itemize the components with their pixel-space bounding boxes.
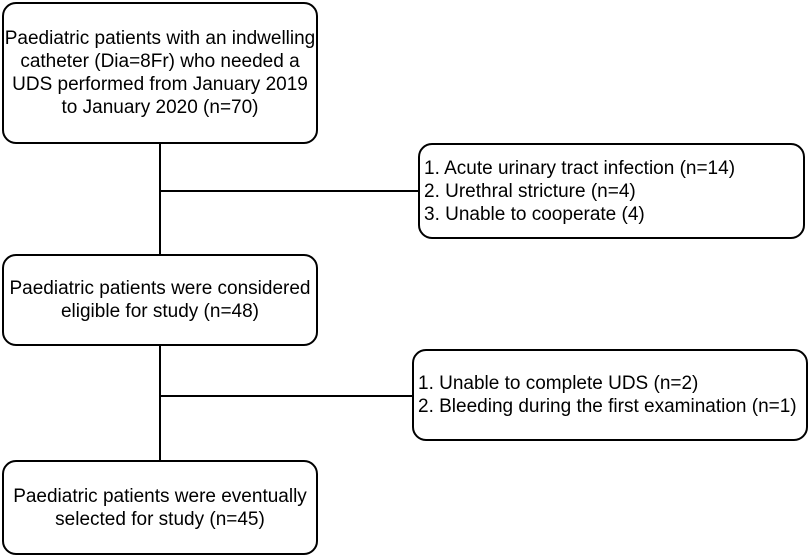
selected-population-line: Paediatric patients were eventually (13, 485, 307, 507)
exclusion-2-item: 1. Unable to complete UDS (n=2) (418, 373, 699, 394)
exclusion-2-item: 2. Bleeding during the first examination… (418, 396, 797, 417)
initial-population-line: catheter (Dia=8Fr) who needed a (20, 51, 300, 72)
selected-population-box: Paediatric patients were eventually sele… (2, 460, 318, 555)
initial-population-line: Paediatric patients with an indwelling (4, 28, 316, 49)
eligible-population-line: eligible for study (n=48) (60, 301, 260, 322)
initial-population-line: UDS performed from January 2019 (12, 74, 308, 95)
initial-population-box: Paediatric patients with an indwelling c… (2, 2, 318, 144)
eligible-population-box: Paediatric patients were considered elig… (2, 254, 318, 346)
exclusion-1-item: 1. Acute urinary tract infection (n=14) (424, 157, 736, 179)
exclusion-1-item: 2. Urethral stricture (n=4) (424, 180, 636, 202)
exclusion-box-1: 1. Acute urinary tract infection (n=14) … (418, 143, 805, 239)
selected-population-line: selected for study (n=45) (55, 508, 265, 530)
eligible-population-line: Paediatric patients were considered (9, 278, 311, 299)
exclusion-box-2: 1. Unable to complete UDS (n=2) 2. Bleed… (412, 349, 808, 441)
exclusion-1-item: 3. Unable to cooperate (4) (424, 203, 645, 225)
initial-population-line: to January 2020 (n=70) (61, 97, 259, 118)
